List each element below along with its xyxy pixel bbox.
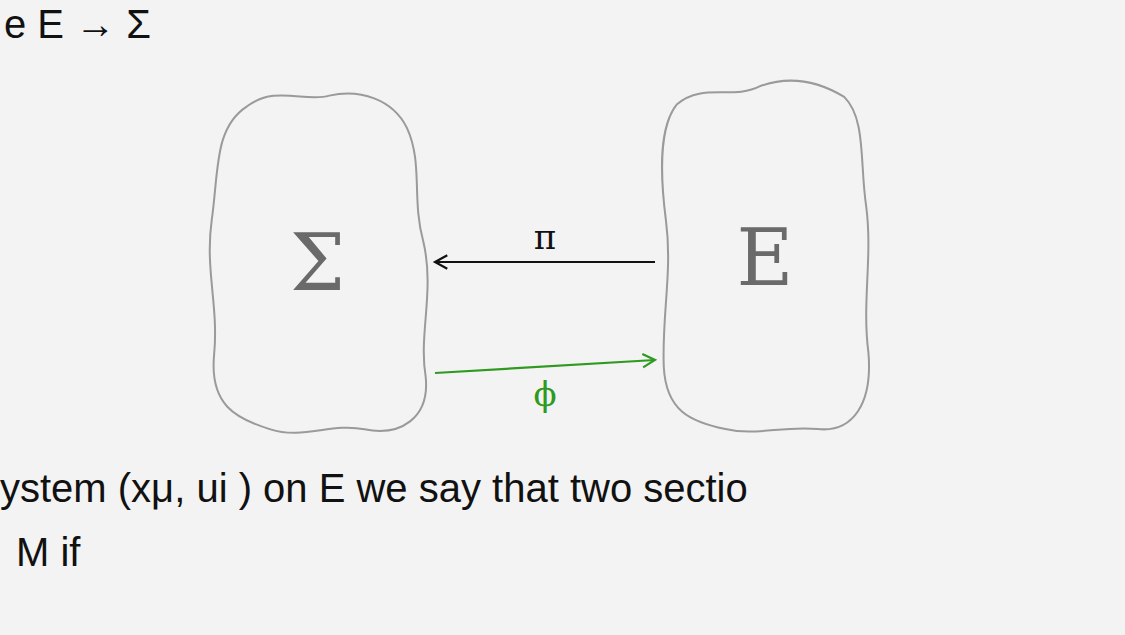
arrow-label: ϕ [530,377,559,411]
arrow-label: π [531,220,559,254]
slide-text: ystem (xμ, ui ) on E we say that two sec… [0,466,748,510]
map-arrow [435,255,655,268]
blob-region: E [655,75,875,440]
slide-text: M if [16,530,80,574]
map-arrow [435,354,655,373]
blob-region: Σ [200,85,435,440]
slide-text: e E → Σ [4,2,151,46]
region-symbol: E [737,219,794,297]
region-symbol: Σ [290,224,345,302]
